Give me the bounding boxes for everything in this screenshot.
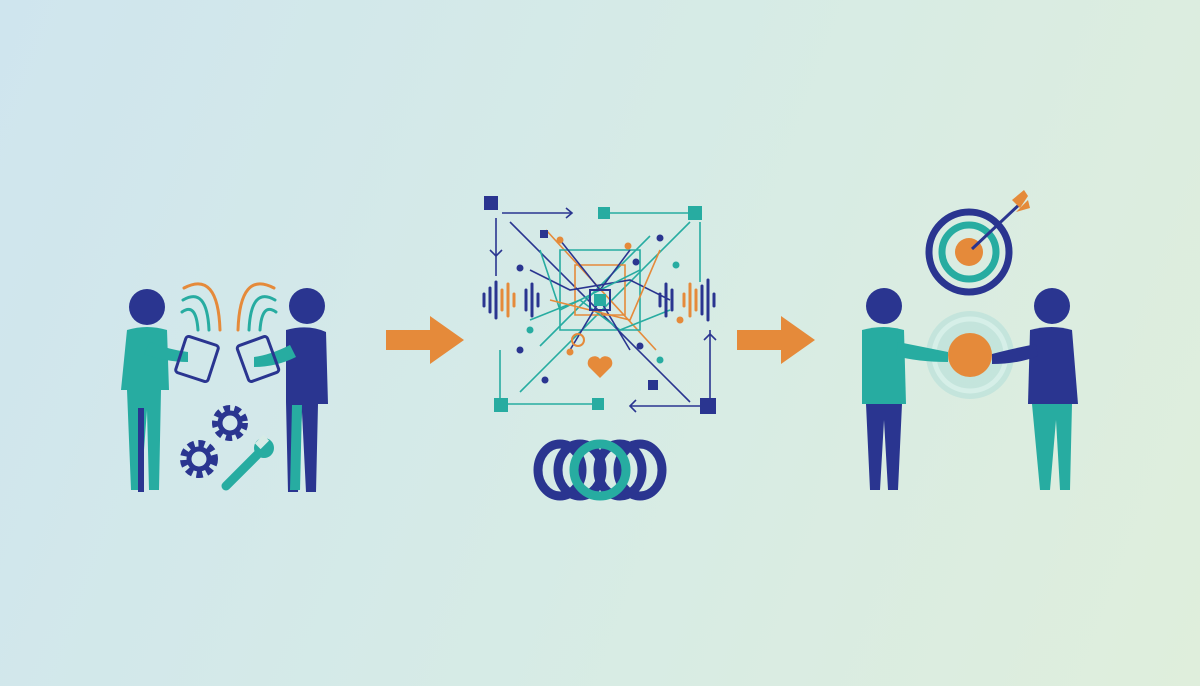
circuit-network-icon: [489, 207, 717, 413]
signal-waves-icon: [236, 282, 278, 332]
gear-icon: [180, 440, 218, 478]
wrench-icon: [221, 434, 274, 491]
interlocking-rings-icon: [533, 439, 667, 501]
circuit-nodes: [484, 196, 716, 414]
person-with-tablet-icon: [235, 288, 328, 492]
stage-outcome: [862, 190, 1078, 490]
person-icon: [862, 288, 948, 490]
right-arrow-icon: [386, 316, 464, 364]
person-icon: [992, 288, 1078, 490]
sound-wave-icon: [658, 278, 716, 322]
right-arrow-icon: [737, 316, 815, 364]
person-with-tablet-icon: [121, 289, 220, 492]
signal-waves-icon: [180, 282, 222, 332]
arrow-icon: [970, 190, 1030, 251]
gear-icon: [212, 405, 248, 441]
stage-process: [482, 196, 717, 501]
sound-wave-icon: [482, 280, 540, 320]
heart-icon: [587, 356, 613, 378]
stage-connect: [121, 282, 328, 492]
